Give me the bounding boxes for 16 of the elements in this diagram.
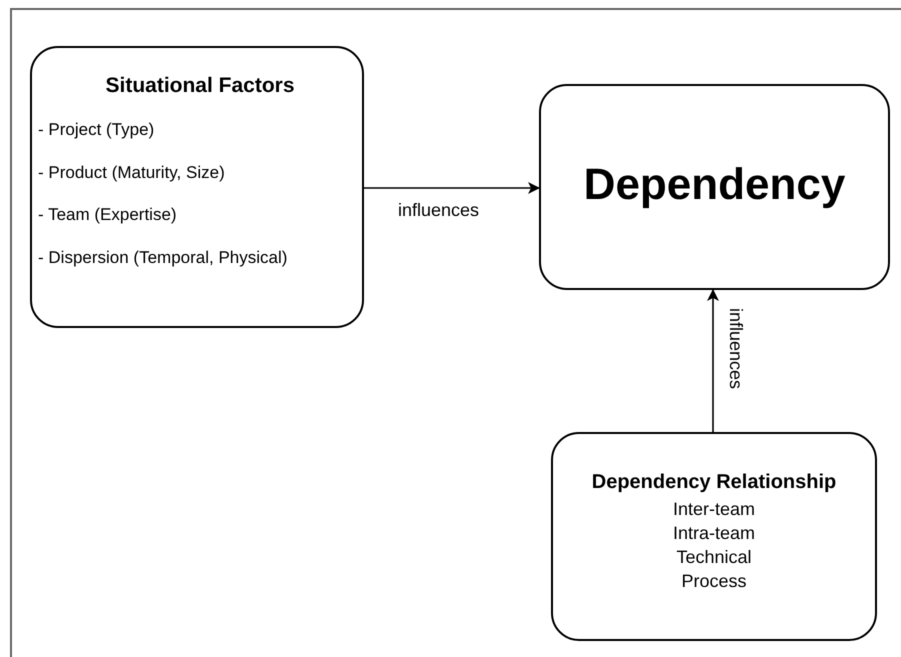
text-line: Technical — [676, 546, 752, 568]
text-line: Intra-team — [672, 522, 756, 544]
list-item: - Product (Maturity, Size) — [38, 162, 225, 182]
list-item: - Project (Type) — [38, 120, 154, 140]
box-heading: Dependency Relationship — [592, 471, 836, 494]
rounded-box — [551, 432, 877, 641]
box-heading: Dependency — [584, 160, 846, 210]
list-item: - Dispersion (Temporal, Physical) — [38, 248, 288, 268]
rounded-box — [539, 84, 890, 290]
text-line: Inter-team — [672, 498, 756, 520]
list-item: - Team (Expertise) — [38, 205, 177, 225]
rounded-box — [30, 46, 364, 328]
box-heading: Situational Factors — [105, 74, 295, 98]
text-line: Process — [681, 570, 747, 592]
arrow — [364, 182, 540, 194]
arrow — [707, 289, 719, 432]
